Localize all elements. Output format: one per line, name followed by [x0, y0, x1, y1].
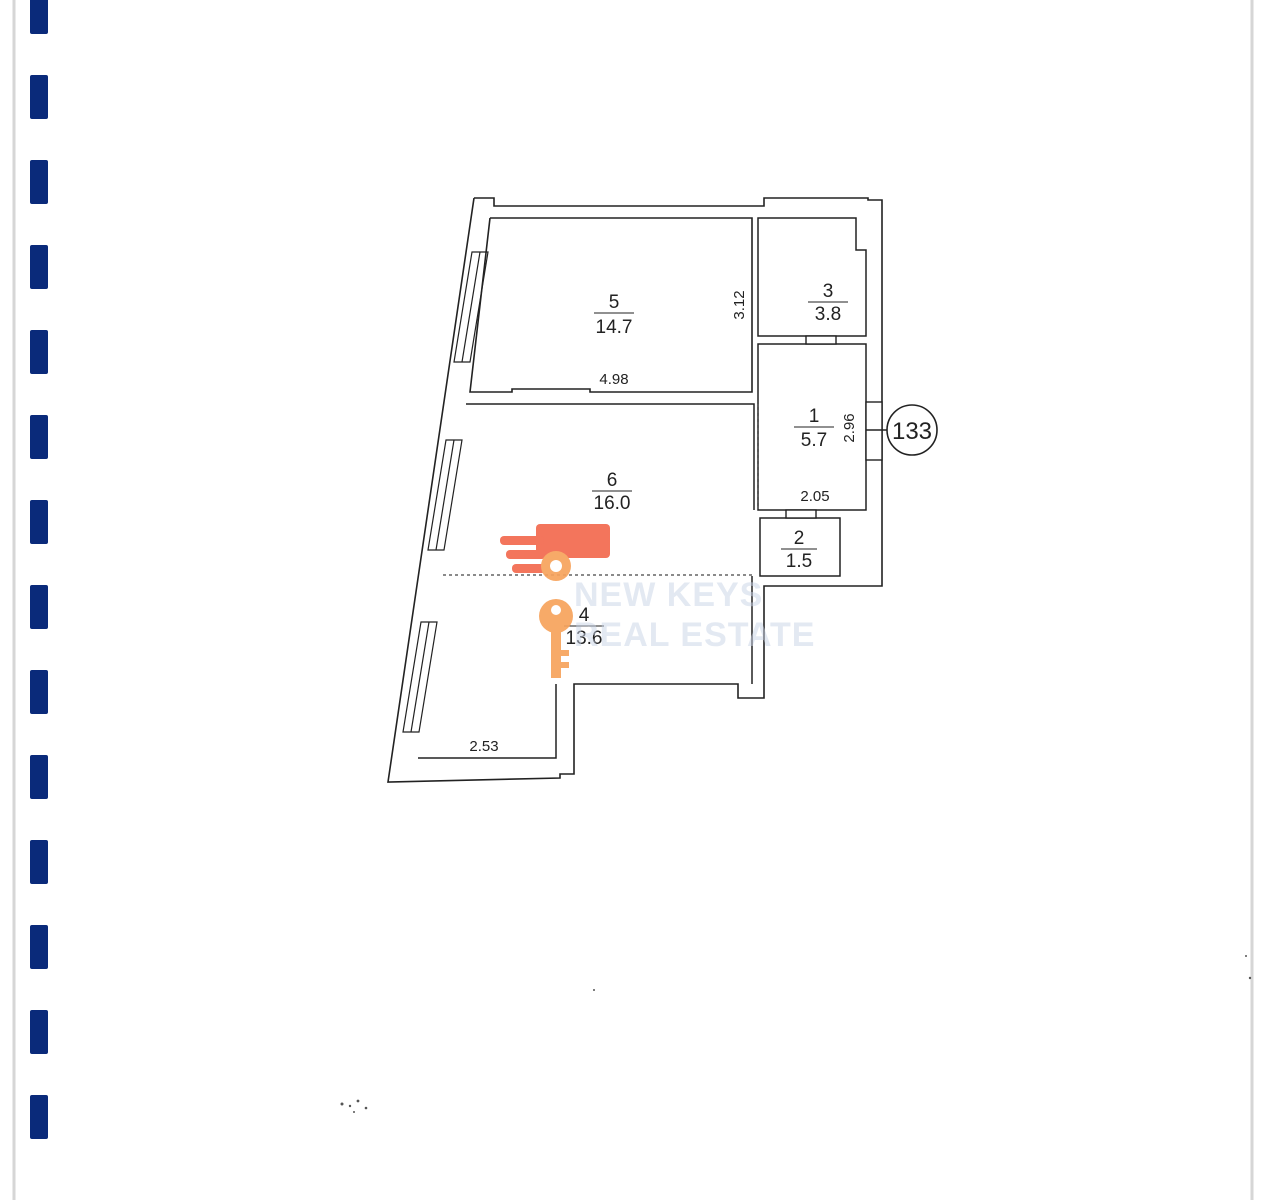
binding-hole	[30, 500, 48, 544]
binding-hole	[30, 1095, 48, 1139]
dim-room1-width: 2.05	[800, 488, 829, 505]
interior-walls	[418, 217, 867, 759]
binding-hole	[30, 925, 48, 969]
watermark-line1: NEW KEYS	[574, 576, 763, 614]
room-6-label: 6 16.0	[592, 470, 632, 514]
dim-room4-width: 2.53	[469, 738, 498, 755]
door-1-2	[785, 509, 817, 519]
door-openings	[785, 335, 883, 519]
binding-hole	[30, 245, 48, 289]
room-6-number: 6	[607, 470, 618, 491]
door-3-1	[805, 335, 837, 345]
room-2-number: 2	[794, 528, 805, 549]
room-3-label: 3 3.8	[808, 281, 848, 325]
room-3-outline	[757, 217, 867, 337]
watermark-logo: NEW KEYS REAL ESTATE	[500, 524, 815, 678]
binding-hole	[30, 0, 48, 34]
room-2-area: 1.5	[786, 551, 812, 572]
room-3-area: 3.8	[815, 304, 841, 325]
unit-number: 133	[892, 418, 932, 445]
binding-hole	[30, 160, 48, 204]
scan-marks	[340, 955, 1252, 1113]
watermark-line2: REAL ESTATE	[574, 616, 815, 654]
room-1-label: 1 5.7	[794, 406, 834, 451]
dim-room5-height: 3.12	[731, 290, 748, 319]
room-1-area: 5.7	[801, 430, 827, 451]
room-5-label: 5 14.7	[594, 292, 634, 338]
binding-hole	[30, 670, 48, 714]
room-4-label: 4 13.6	[564, 605, 604, 649]
room-5-number: 5	[609, 292, 620, 313]
room-6-area: 16.0	[594, 493, 631, 514]
room-6-top-wall	[466, 403, 755, 510]
window-3	[402, 621, 438, 733]
binding-hole	[30, 330, 48, 374]
room-1-number: 1	[809, 406, 820, 427]
room-4-area: 13.6	[566, 628, 603, 649]
binding-hole	[30, 415, 48, 459]
room-2-label: 2 1.5	[781, 528, 817, 572]
window-2	[427, 439, 463, 551]
window-1	[453, 251, 489, 363]
binding-hole	[30, 585, 48, 629]
room-4-number: 4	[579, 605, 590, 626]
windows	[402, 251, 489, 733]
room-3-number: 3	[823, 281, 834, 302]
binding-hole	[30, 755, 48, 799]
room-5-area: 14.7	[596, 317, 633, 338]
hand-icon	[500, 524, 610, 573]
binding-hole	[30, 75, 48, 119]
outer-walls	[387, 197, 883, 783]
entrance-door	[865, 401, 883, 461]
binding-hole	[30, 1010, 48, 1054]
dim-room5-width: 4.98	[599, 371, 628, 388]
room-4-bottom-wall	[418, 684, 557, 759]
key-icon	[539, 551, 573, 678]
binding-holes	[30, 0, 48, 1139]
unit-number-circle	[886, 404, 938, 456]
binding-hole	[30, 840, 48, 884]
dim-room1-height: 2.96	[841, 413, 858, 442]
